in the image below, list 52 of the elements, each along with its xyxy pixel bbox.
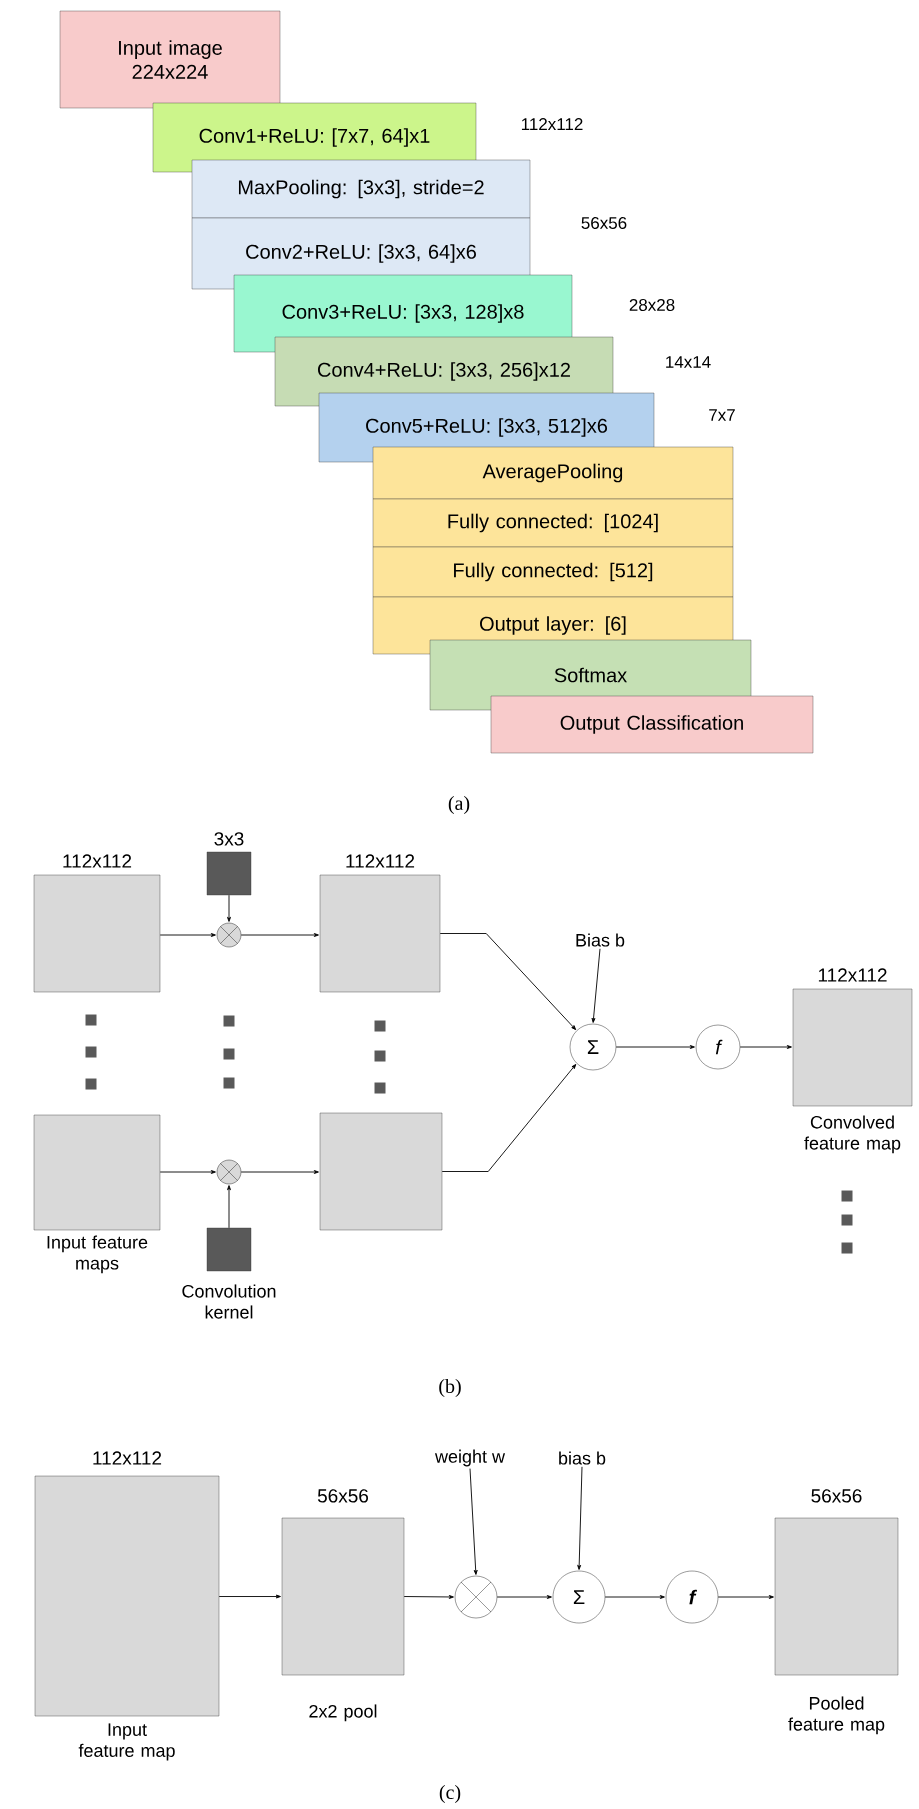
map-caption: Convolution kernel xyxy=(182,1284,276,1319)
size-label: 112x112 xyxy=(63,854,132,868)
arrow xyxy=(439,933,577,1031)
layer-box: Fully connected: [512] xyxy=(372,546,734,598)
input-label: Bias b xyxy=(576,933,625,947)
arrow xyxy=(577,1466,583,1570)
arrow xyxy=(496,1595,552,1599)
layer-box: Output Classification xyxy=(490,695,814,754)
arrow xyxy=(159,1170,216,1174)
layer-box: MaxPooling: [3x3], stride=2 xyxy=(191,159,531,219)
arrow xyxy=(159,933,216,937)
input-label: weight w xyxy=(434,1449,506,1467)
figure-caption: (a) xyxy=(448,795,470,815)
map-caption: Input feature map xyxy=(78,1723,175,1761)
size-label: 56x56 xyxy=(317,1489,369,1503)
arrow xyxy=(604,1595,665,1599)
multiply-circle xyxy=(216,922,242,948)
arrow xyxy=(240,933,319,937)
figure-caption: (c) xyxy=(439,1784,461,1804)
figure-caption: (b) xyxy=(439,1378,461,1398)
arrow xyxy=(240,1170,319,1174)
layer-box: Fully connected: [1024] xyxy=(372,498,734,548)
feature-map xyxy=(319,1112,443,1231)
arrow xyxy=(739,1045,792,1049)
size-label: 112x112 xyxy=(93,1451,162,1465)
size-label: 112x112 xyxy=(346,854,415,868)
layer-box: AveragePooling xyxy=(372,446,734,500)
size-label: 28x28 xyxy=(629,299,675,312)
multiply-circle xyxy=(216,1159,242,1185)
arrow xyxy=(469,1468,478,1575)
size-label: 14x14 xyxy=(666,356,711,368)
arrow xyxy=(403,1595,454,1599)
arrow xyxy=(591,948,601,1023)
size-label: 7x7 xyxy=(709,409,735,421)
map-caption: Convolved feature map xyxy=(804,1115,901,1154)
map-caption: Pooled feature map xyxy=(788,1696,885,1735)
size-label: 56x56 xyxy=(581,217,627,230)
size-label: 56x56 xyxy=(811,1489,862,1503)
arrow xyxy=(717,1595,774,1599)
layer-box: Input image 224x224 xyxy=(59,10,281,109)
arrow xyxy=(441,1064,577,1172)
arrow xyxy=(218,1594,281,1599)
arrow xyxy=(615,1045,695,1049)
arrow xyxy=(227,894,231,922)
size-label: 112x112 xyxy=(521,118,583,130)
arrow xyxy=(227,1185,231,1229)
size-label: 3x3 xyxy=(214,832,244,846)
map-caption: Input feature maps xyxy=(47,1235,148,1274)
multiply-circle xyxy=(454,1575,498,1619)
size-label: 112x112 xyxy=(818,968,887,982)
map-caption: 2x2 pool xyxy=(309,1704,377,1722)
input-label: bias b xyxy=(559,1451,606,1465)
